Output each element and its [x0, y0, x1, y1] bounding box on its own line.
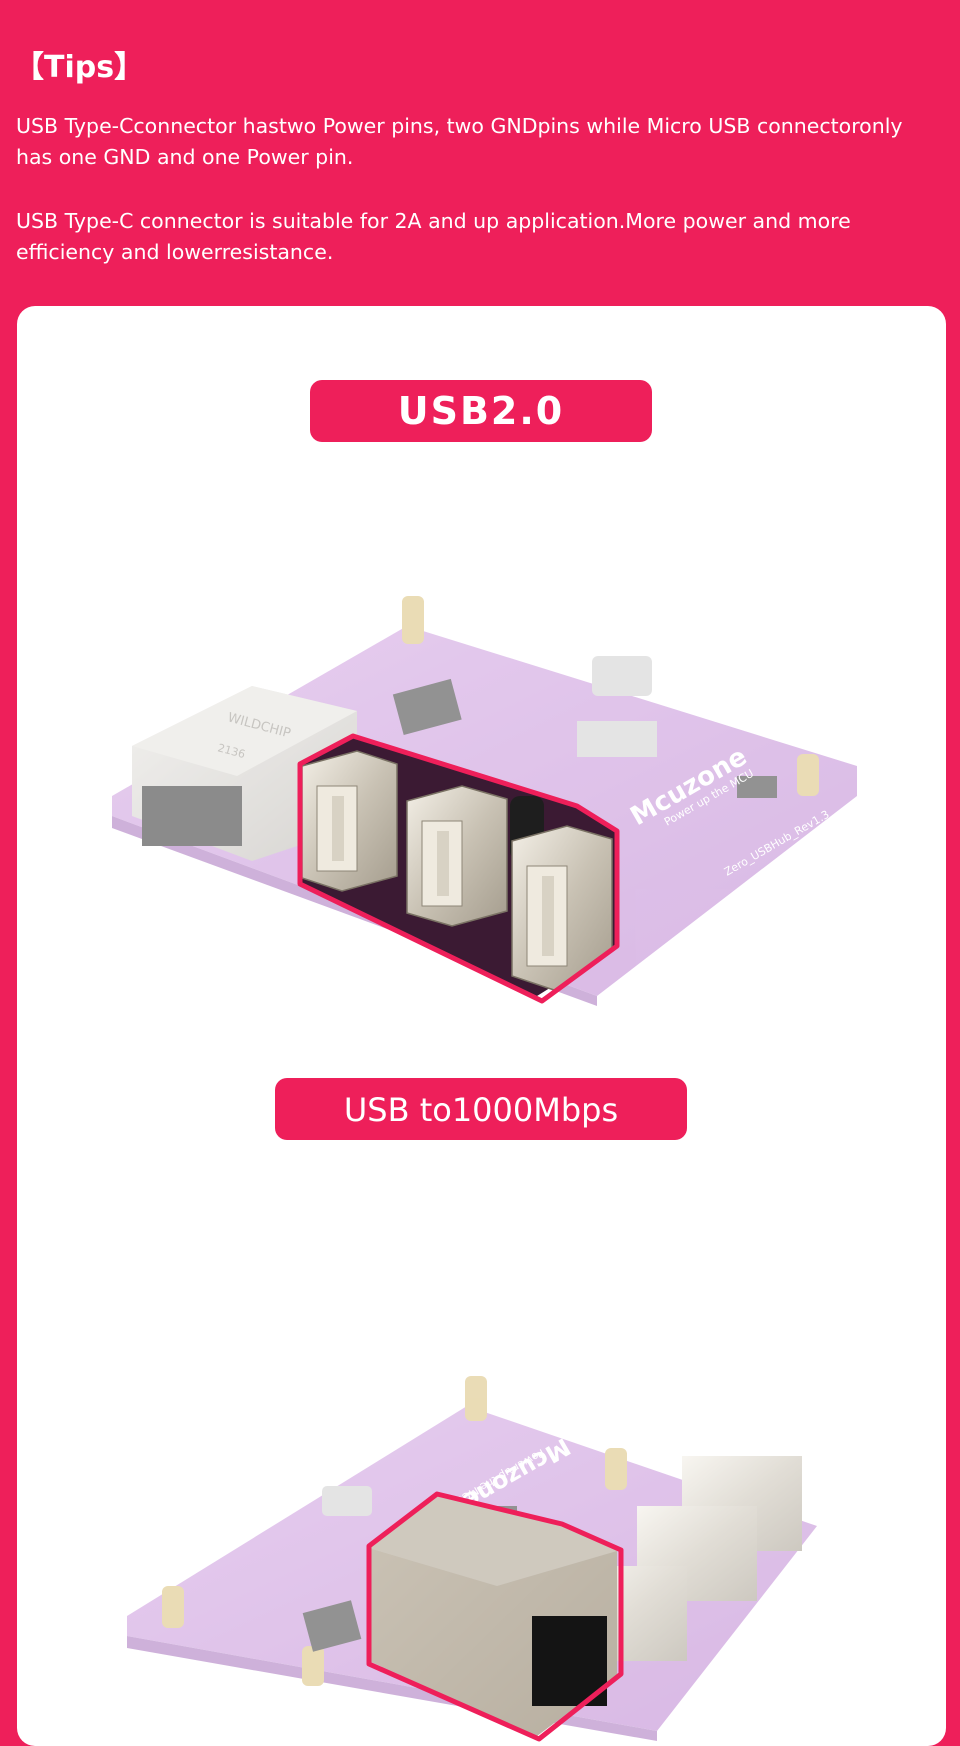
ethernet-label: USB to1000Mbps Ethernet [275, 1078, 687, 1193]
tips-paragraph-2: USB Type-C connector is suitable for 2A … [16, 209, 851, 264]
usb-ports-highlight [297, 733, 620, 1004]
ethernet-jack-highlight [366, 1491, 624, 1742]
tips-title: 【Tips】 [14, 50, 145, 85]
content-card: USB2.0 HOST*3 [17, 306, 946, 1746]
rj45-opening [532, 1616, 607, 1706]
tips-paragraph-1: USB Type-Cconnector hastwo Power pins, t… [16, 114, 903, 169]
ethernet-jack-faded: WILDCHIP 2136 [132, 686, 357, 861]
usb-host-label: USB2.0 HOST*3 [310, 380, 652, 495]
ethernet-board-photo: Mcuzone Power up the MCU [127, 1376, 817, 1742]
usb-hub-board-photo: WILDCHIP 2136 Mcuzone Power up the MCU Z… [112, 596, 857, 1006]
